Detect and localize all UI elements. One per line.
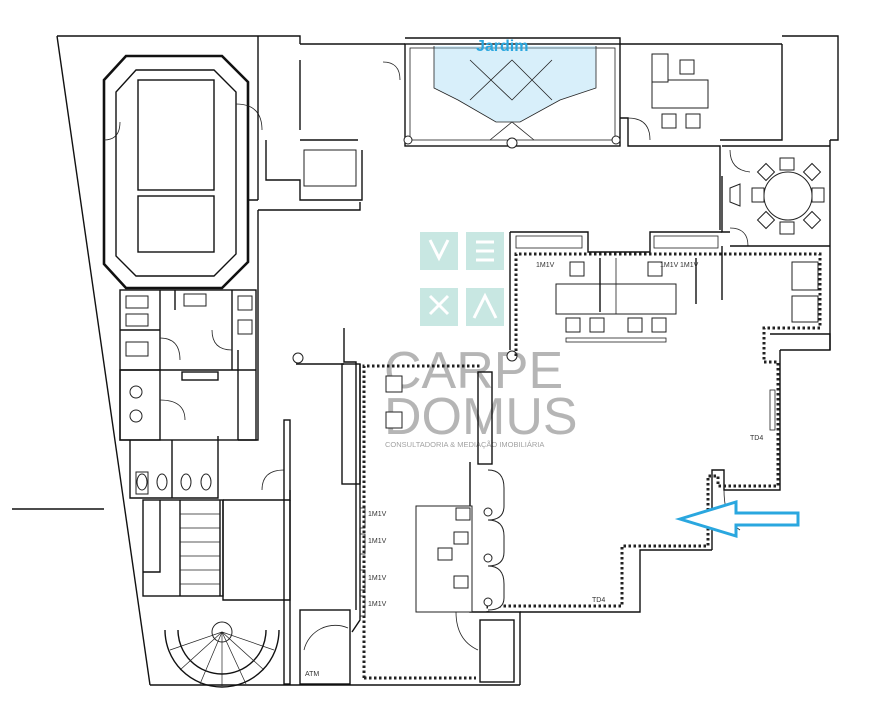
label-1m1v-g: 1M1V [368,601,387,608]
right-wing [520,246,831,613]
label-1m1v-e: 1M1V [368,538,387,545]
corridor-walls [238,36,721,441]
restrooms [119,289,257,499]
label-1m1v-b: 1M1V [660,262,679,269]
label-atm: ATM [305,671,319,678]
meeting-room [721,145,830,247]
watermark-line2: DOMUS [384,388,578,446]
vault-room [102,54,263,290]
staircase [142,419,291,688]
office-top-right [651,44,783,141]
label-1m1v-a: 1M1V [536,262,555,269]
workstations-top [510,231,722,343]
teller-area [292,352,505,617]
garden-area [403,43,621,149]
label-1m1v-d: 1M1V [368,511,387,518]
label-1m1v-f: 1M1V [368,575,387,582]
label-td4-b: TD4 [592,597,605,604]
watermark-line1: CARPE [384,342,563,400]
label-1m1v-c: 1M1V [680,262,699,269]
label-td4-a: TD4 [750,435,763,442]
garden-title: Jardim [476,38,528,55]
watermark-tagline: CONSULTADORIA & MEDIAÇÃO IMOBILIÁRIA [385,440,544,449]
watermark-logo [420,232,504,326]
entrance-arrow-icon [674,499,800,539]
